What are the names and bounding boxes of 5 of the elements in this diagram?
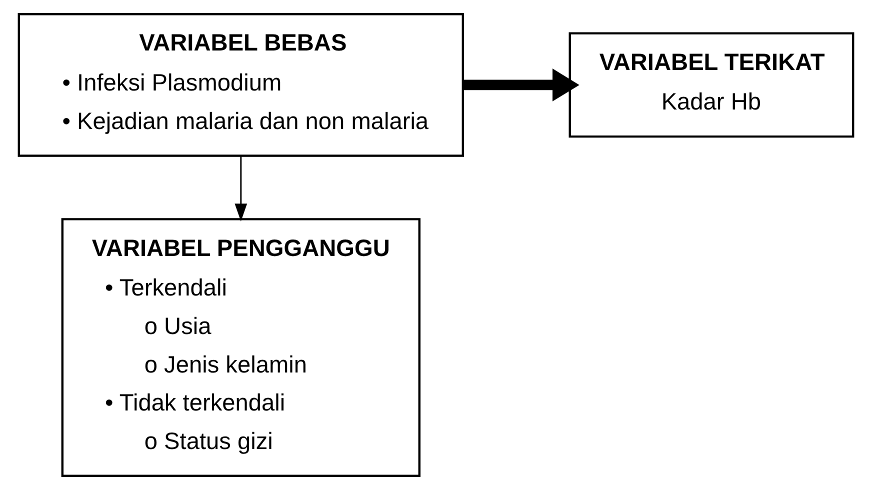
node-box: VARIABEL PENGGANGGU • Terkendali o Usia o Jenis kelamin • Tidak terkendali o Status gizi	[60, 218, 420, 477]
node-box: VARIABEL BEBAS • Infeksi Plasmodium • Kejadian malaria dan non malaria	[17, 13, 464, 157]
node-box: VARIABEL TERIKAT Kadar Hb	[568, 32, 854, 138]
arrow	[462, 68, 579, 102]
arrow	[234, 156, 247, 222]
